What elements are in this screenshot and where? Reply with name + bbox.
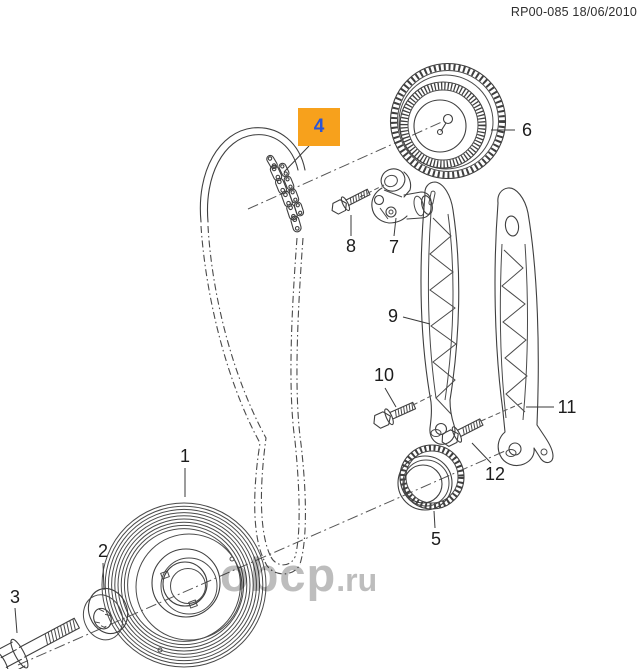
callout-9[interactable]: 9 (387, 306, 399, 326)
guide-bolt-right-axis (480, 402, 523, 422)
callout-7[interactable]: 7 (388, 237, 400, 257)
callout-4-number: 4 (313, 116, 325, 137)
cam-axis-centerline (247, 120, 445, 210)
cam-sprocket-drawing (389, 62, 507, 180)
callout-11[interactable]: 11 (557, 397, 577, 417)
guide-bolt-right-drawing (441, 418, 484, 447)
callout-12[interactable]: 12 (484, 464, 506, 484)
callout-2[interactable]: 2 (97, 541, 109, 561)
callout-1[interactable]: 1 (179, 446, 191, 466)
watermark: obcp.ru (220, 551, 377, 598)
washer-drawing (82, 587, 129, 641)
crankshaft-pulley-drawing (101, 502, 267, 668)
tensioner-bolt-drawing (331, 188, 371, 215)
callout-5[interactable]: 5 (430, 529, 442, 549)
guide-bolt-left-drawing (373, 401, 417, 429)
chain-guide-left-drawing (420, 181, 460, 445)
guide-bolt-left-axis (412, 394, 434, 406)
watermark-suffix: .ru (336, 562, 378, 598)
watermark-main: obcp (220, 548, 337, 601)
timing-chain-drawing (199, 127, 306, 575)
chain-links-detail (266, 154, 305, 233)
crank-sprocket-drawing (397, 444, 465, 511)
chain-guide-right-drawing (494, 187, 554, 467)
callout-3[interactable]: 3 (9, 587, 21, 607)
callout-6[interactable]: 6 (521, 120, 533, 140)
callout-8[interactable]: 8 (345, 236, 357, 256)
crank-bolt-drawing (0, 617, 80, 669)
doc-reference: RP00-085 18/06/2010 (510, 5, 637, 19)
tensioner-bolt-axis (359, 184, 385, 198)
callout-10[interactable]: 10 (373, 365, 395, 385)
callout-4-selected[interactable]: 4 (298, 108, 340, 146)
leader-lines (14, 129, 554, 634)
